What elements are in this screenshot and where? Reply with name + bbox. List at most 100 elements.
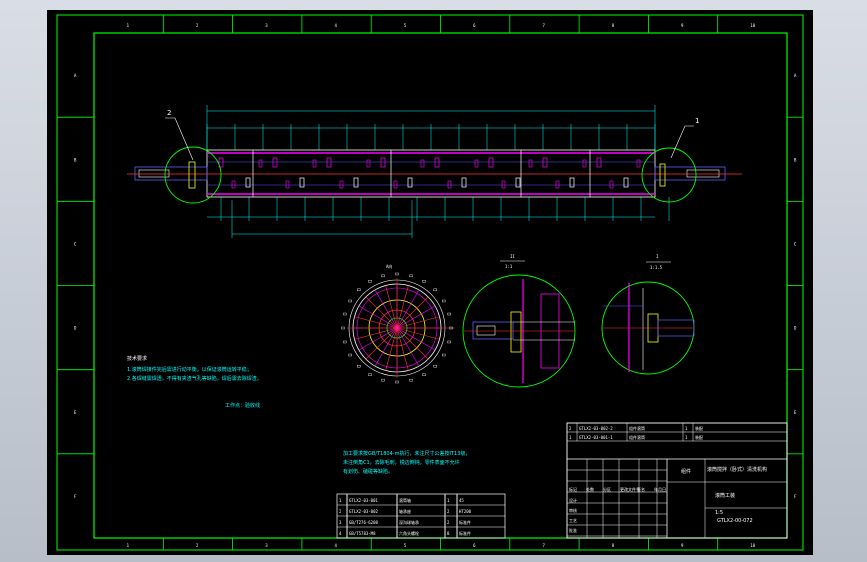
parts-cell: 深沟球轴承: [399, 519, 419, 525]
column-label: 5: [404, 543, 407, 548]
parts-cell: GB/T5783-M8: [349, 531, 376, 536]
tb-role: 批准: [569, 527, 577, 533]
grid-ticks: [57, 15, 803, 550]
tb-label: 更改文件号: [620, 486, 640, 492]
column-label: 8: [612, 543, 615, 548]
notes-line-2: 2.各焊缝需焊透，不得有夹渣气孔等缺陷，焊后需去除焊渣。: [127, 375, 262, 382]
parts-cell: 4: [339, 531, 342, 536]
parts-cell: 2: [447, 509, 450, 514]
parts-cell: 1: [447, 498, 450, 503]
detail-left-scale: 1:1: [505, 264, 513, 269]
column-label: 1: [127, 543, 130, 548]
row-label: E: [74, 410, 77, 415]
detail-i-view: I 1:1.5: [601, 254, 695, 375]
detail-ii-view: II 1:1: [462, 254, 576, 388]
column-label: 2: [196, 23, 199, 28]
row-label: B: [74, 157, 77, 162]
row-labels-left: A B C D E F: [74, 73, 77, 499]
notes-line-1: 1.滚筒焊接件完后需进行动平衡，以保证滚筒运转平稳；: [127, 366, 252, 373]
detail-right-label: I: [656, 254, 659, 259]
row-label: A: [74, 73, 77, 78]
parts-cell: 1: [339, 498, 342, 503]
section-label: A向: [386, 263, 392, 269]
notes-footer: 工作点：验收线: [225, 402, 260, 409]
notes-title: 技术要求: [127, 355, 147, 362]
tb-label: 分区: [603, 486, 611, 492]
drawing-number: GTLX2-00-072: [717, 518, 753, 524]
assembly-name: 滚筒工装: [715, 492, 735, 499]
parts-cell: 标准件: [459, 530, 471, 536]
row-label: D: [794, 326, 797, 331]
parts-list-table: 1 GTLX2-03-001 滚筒轴 1 45 2 GTLX2-03-002 轴承座 2 HT20…: [336, 493, 506, 539]
detail-left-label: II: [510, 254, 515, 259]
parts-cell: 六角头螺栓: [399, 530, 419, 536]
bom-cell: 装配: [695, 434, 703, 440]
bom-cell: 组件滚筒: [629, 425, 645, 431]
parts-cell: 8: [447, 531, 450, 536]
product-name: 滚筒搅拌（卧式）清洗机构: [707, 466, 767, 473]
column-label: 9: [681, 543, 684, 548]
column-label: 4: [335, 23, 338, 28]
column-label: 7: [542, 23, 545, 28]
detail-right-scale: 1:1.5: [650, 265, 663, 270]
tb-label: 处数: [586, 486, 594, 492]
shaft-main-view: 2 1: [127, 105, 742, 238]
row-label: C: [794, 241, 797, 246]
section-a-view: A向: [341, 263, 455, 384]
material-cell: 组件: [681, 468, 691, 475]
parts-cell: 标准件: [459, 519, 471, 525]
row-label: C: [74, 241, 77, 246]
column-label: 1: [127, 23, 130, 28]
parts-cell: 轴承座: [399, 508, 411, 514]
tb-label: 签名: [637, 486, 645, 492]
bom-cell: 组件滚筒: [629, 434, 645, 440]
row-label: B: [794, 157, 797, 162]
column-label: 5: [404, 23, 407, 28]
tb-label: 标记: [569, 486, 577, 492]
callout-right: 1: [695, 117, 699, 125]
tb-role: 工艺: [569, 518, 577, 523]
parts-cell: 2: [447, 520, 450, 525]
column-label: 9: [681, 23, 684, 28]
parts-cell: 滚筒轴: [399, 497, 411, 503]
scale-value: 1:5: [715, 510, 723, 516]
column-label: 10: [750, 543, 755, 548]
notes-block2-line-1: 加工要求按GB/T1804-m执行，未注尺寸公差按IT13级，: [343, 450, 470, 457]
row-label: E: [794, 410, 797, 415]
parts-cell: GB/T276-6208: [349, 520, 378, 525]
column-label: 6: [473, 23, 476, 28]
row-label: A: [794, 73, 797, 78]
parts-cell: 3: [339, 520, 342, 525]
column-label: 3: [265, 543, 268, 548]
bom-cell: 1: [685, 435, 688, 440]
column-label: 3: [265, 23, 268, 28]
bom-cell: 装配: [695, 425, 703, 431]
tb-role: 审核: [569, 507, 577, 513]
parts-cell: 45: [459, 498, 464, 503]
column-label: 8: [612, 23, 615, 28]
column-label: 10: [750, 23, 755, 28]
notes-block2-line-2: 未注倒角C1，去除毛刺，锐边倒钝，零件表面不允许: [343, 459, 460, 466]
row-label: F: [74, 494, 77, 499]
notes-block2-line-3: 有划伤、磕碰等缺陷。: [343, 468, 393, 475]
tb-role: 设计: [569, 497, 577, 503]
bom-cell: 1: [569, 435, 572, 440]
column-label: 7: [542, 543, 545, 548]
bom-cell: 1: [685, 426, 688, 431]
row-label: D: [74, 326, 77, 331]
tb-label: 年月日: [654, 486, 666, 492]
row-labels-right: A B C D E F: [794, 73, 797, 499]
parts-cell: GTLX2-03-001: [349, 498, 378, 503]
column-labels-top: 1 2 3 4 5 6 7 8 9 10: [127, 23, 756, 28]
bom-cell: 2: [569, 426, 572, 431]
bom-cell: GTLX2-03-001-1: [579, 435, 613, 440]
parts-cell: GTLX2-03-002: [349, 509, 378, 514]
parts-cell: HT200: [459, 509, 472, 514]
column-label: 4: [335, 543, 338, 548]
row-label: F: [794, 494, 797, 499]
technical-notes: 技术要求 1.滚筒焊接件完后需进行动平衡，以保证滚筒运转平稳； 2.各焊缝需焊透…: [127, 355, 470, 475]
column-label: 2: [196, 543, 199, 548]
